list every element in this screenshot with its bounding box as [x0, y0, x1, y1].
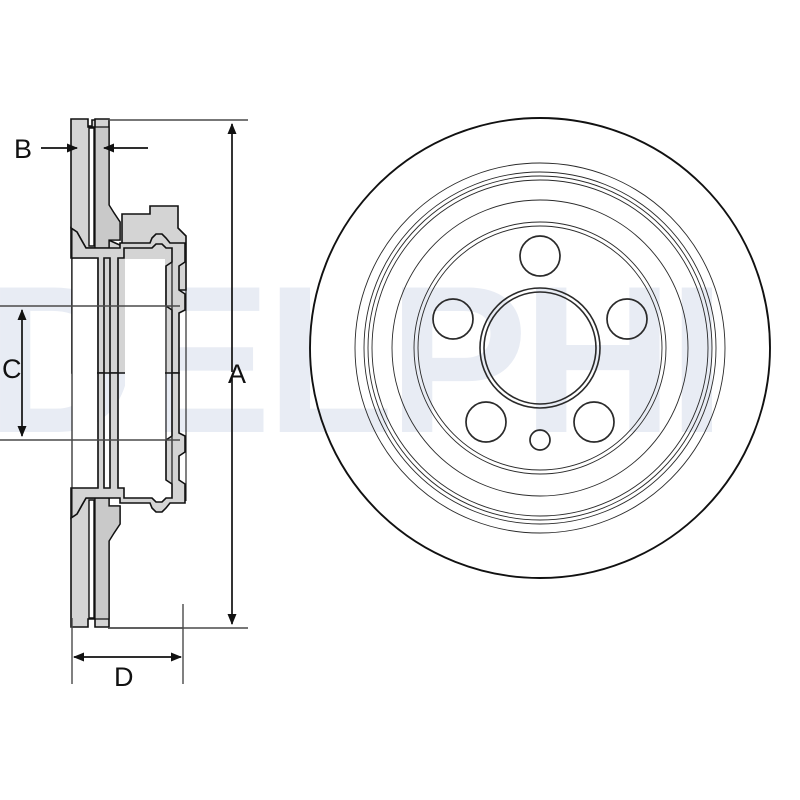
front-face-view [309, 117, 771, 579]
disc-ring-5 [391, 199, 689, 497]
dimension-C: C [0, 305, 180, 441]
disc-ring-1 [354, 162, 726, 534]
bolt-hole [519, 235, 561, 277]
dimension-B: B [14, 134, 148, 164]
section-body [70, 118, 187, 628]
disc-ring-4 [371, 179, 709, 517]
bolt-hole [606, 298, 648, 340]
bolt-hole [573, 401, 615, 443]
disc-ring-7 [417, 225, 663, 471]
cross-section-view: B A C D [0, 118, 248, 692]
disc-ring-2 [363, 171, 717, 525]
bolt-hole [432, 298, 474, 340]
dimension-label-A: A [228, 359, 246, 389]
dimension-label-D: D [114, 662, 134, 692]
dimension-label-C: C [2, 354, 22, 384]
disc-outer-edge [309, 117, 771, 579]
locating-pin-hole [529, 429, 551, 451]
dimension-D: D [71, 604, 184, 692]
bolt-hole-group [432, 235, 648, 443]
centre-bore-inner [483, 291, 597, 405]
dimension-label-B: B [14, 134, 32, 164]
disc-ring-6 [413, 221, 667, 475]
bolt-hole [465, 401, 507, 443]
disc-ring-3 [367, 175, 713, 521]
centre-bore-outer [479, 287, 601, 409]
